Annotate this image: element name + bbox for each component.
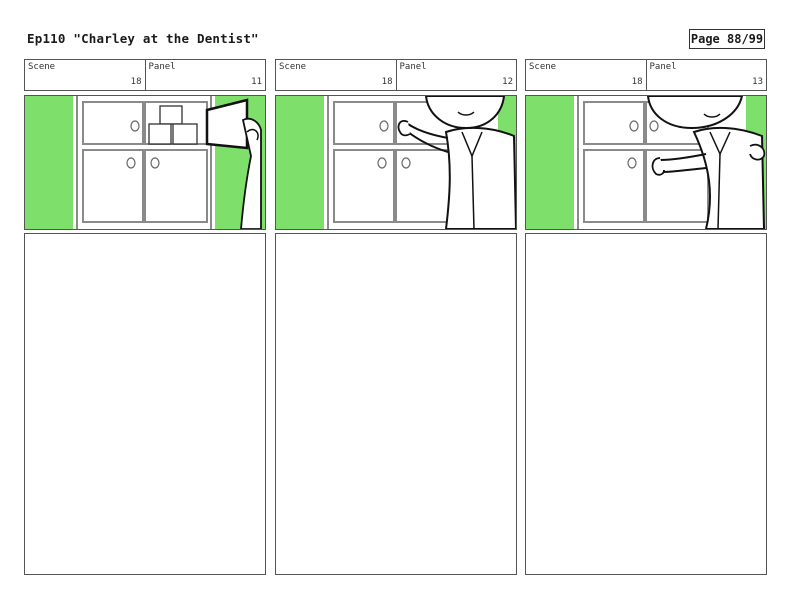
scene-cell: Scene 18 <box>25 60 145 90</box>
panel-label: Panel <box>148 62 176 72</box>
scene-label: Scene <box>529 62 557 72</box>
panel-label: Panel <box>399 62 427 72</box>
panel-header: Scene 18 Panel 11 <box>24 59 266 91</box>
storyboard-column-2: Scene 18 Panel 12 <box>275 59 517 575</box>
panel-number: 11 <box>251 77 262 87</box>
storyboard-column-3: Scene 18 Panel 13 <box>525 59 767 575</box>
notes-box <box>24 233 266 575</box>
panel-label: Panel <box>649 62 677 72</box>
scene-cell: Scene 18 <box>526 60 646 90</box>
scene-number: 18 <box>631 77 643 87</box>
panel-header: Scene 18 Panel 12 <box>275 59 517 91</box>
storyboard-frame <box>24 95 266 230</box>
storyboard-frame <box>525 95 767 230</box>
page-number: Page 88/99 <box>689 29 765 49</box>
scene-label: Scene <box>28 62 56 72</box>
panel-cell: Panel 12 <box>395 60 517 90</box>
panel-13-drawing <box>526 96 766 229</box>
panel-number: 12 <box>502 77 513 87</box>
scene-number: 18 <box>381 77 393 87</box>
panel-12-drawing <box>276 96 516 229</box>
scene-label: Scene <box>279 62 307 72</box>
scene-cell: Scene 18 <box>276 60 396 90</box>
scene-number: 18 <box>130 77 142 87</box>
panel-cell: Panel 13 <box>645 60 767 90</box>
episode-title: Ep110 "Charley at the Dentist" <box>27 31 259 46</box>
panel-11-drawing <box>25 96 265 229</box>
notes-box <box>275 233 517 575</box>
panel-number: 13 <box>752 77 763 87</box>
storyboard-column-1: Scene 18 Panel 11 <box>24 59 266 575</box>
storyboard-frame <box>275 95 517 230</box>
notes-box <box>525 233 767 575</box>
panel-cell: Panel 11 <box>144 60 266 90</box>
panel-header: Scene 18 Panel 13 <box>525 59 767 91</box>
